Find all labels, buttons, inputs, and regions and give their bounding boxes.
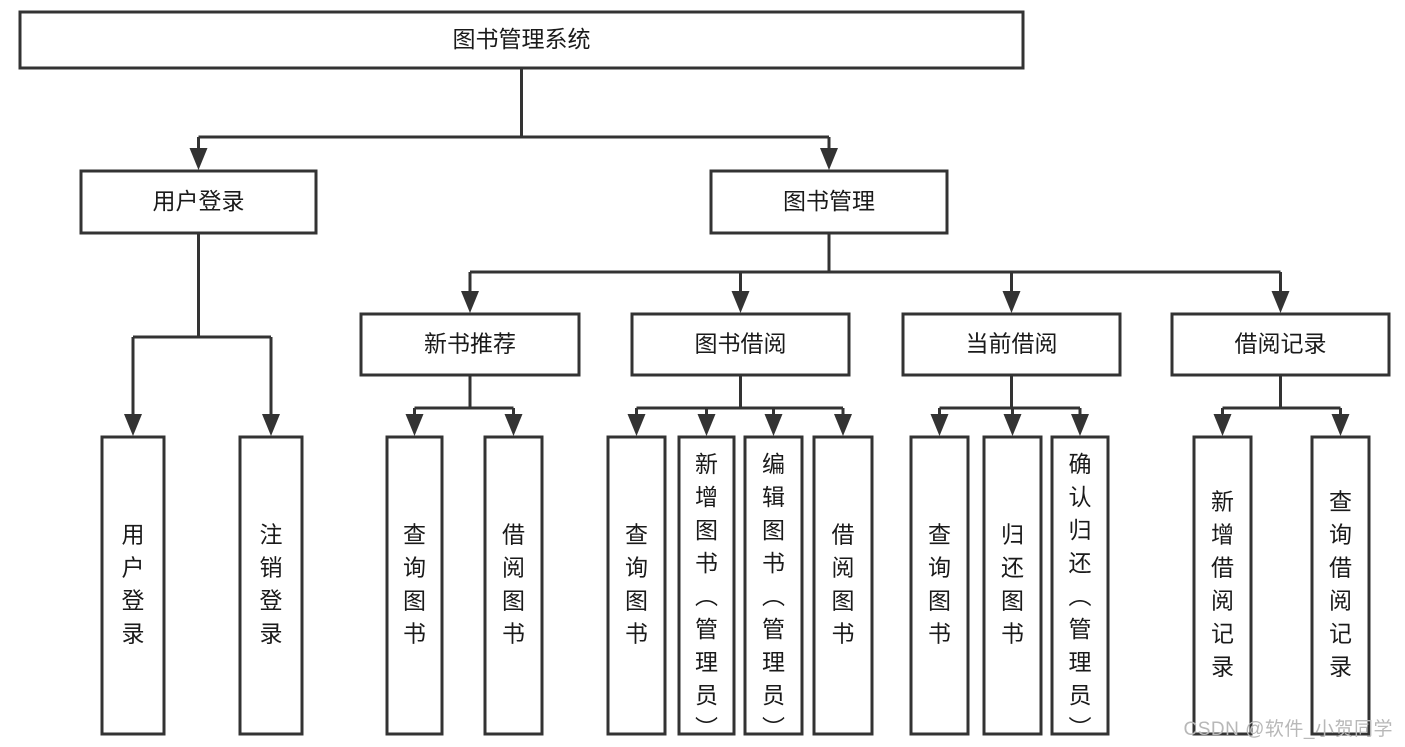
node-new-book-rec[interactable]: 新书推荐 (359, 312, 581, 377)
node-box-leaf-return-book (982, 435, 1043, 736)
arrow-head-icon (1271, 291, 1290, 313)
node-label-book-manage: 图书管理 (783, 188, 875, 214)
arrow-head-icon (1003, 414, 1022, 436)
node-leaf-query-record[interactable]: 查询借阅记录 (1310, 435, 1371, 736)
node-box-leaf-query-book-3 (909, 435, 970, 736)
arrow-head-icon (1331, 414, 1350, 436)
node-label-leaf-query-record: 查询借阅记录 (1329, 489, 1352, 680)
node-label-leaf-query-book-1: 查询图书 (403, 522, 426, 647)
arrow-head-icon (697, 414, 716, 436)
arrow-head-icon (834, 414, 852, 436)
node-user-login[interactable]: 用户登录 (79, 169, 318, 235)
arrow-head-icon (627, 414, 646, 436)
node-box-book-manage (709, 169, 949, 235)
node-leaf-user-login[interactable]: 用户登录 (100, 435, 166, 736)
node-leaf-edit-book[interactable]: 编辑图书︵管理员︶ (743, 435, 804, 741)
arrow-head-icon (504, 414, 523, 436)
arrow-head-icon (461, 291, 479, 313)
node-leaf-add-record[interactable]: 新增借阅记录 (1192, 435, 1253, 736)
node-box-root (18, 10, 1025, 70)
node-book-manage[interactable]: 图书管理 (709, 169, 949, 235)
arrow-head-icon (930, 414, 949, 436)
node-leaf-query-book-2[interactable]: 查询图书 (606, 435, 667, 736)
node-label-leaf-confirm-return: 确认归还︵管理员︶ (1069, 451, 1092, 741)
node-label-user-login: 用户登录 (153, 188, 245, 214)
node-box-leaf-query-record (1310, 435, 1371, 736)
arrow-head-icon (1213, 414, 1232, 436)
node-label-leaf-borrow-book-2: 借阅图书 (832, 522, 855, 647)
node-leaf-user-logout[interactable]: 注销登录 (238, 435, 304, 736)
node-label-leaf-add-book: 新增图书︵管理员︶ (695, 451, 718, 741)
node-book-borrow[interactable]: 图书借阅 (630, 312, 851, 377)
arrow-head-icon (1071, 414, 1089, 436)
node-root[interactable]: 图书管理系统 (18, 10, 1025, 70)
node-box-leaf-edit-book (743, 435, 804, 736)
node-box-leaf-add-book (677, 435, 736, 736)
node-label-leaf-user-logout: 注销登录 (260, 522, 283, 647)
node-box-current-borrow (901, 312, 1122, 377)
arrow-head-icon (189, 148, 208, 170)
node-label-leaf-return-book: 归还图书 (1001, 522, 1024, 647)
node-box-leaf-borrow-book-2 (812, 435, 874, 736)
node-label-borrow-record: 借阅记录 (1235, 331, 1327, 357)
node-current-borrow[interactable]: 当前借阅 (901, 312, 1122, 377)
node-leaf-confirm-return[interactable]: 确认归还︵管理员︶ (1050, 435, 1110, 741)
node-leaf-borrow-book-2[interactable]: 借阅图书 (812, 435, 874, 736)
node-box-leaf-confirm-return (1050, 435, 1110, 736)
node-leaf-query-book-1[interactable]: 查询图书 (385, 435, 444, 736)
node-box-leaf-add-record (1192, 435, 1253, 736)
node-box-book-borrow (630, 312, 851, 377)
connector-layer (124, 68, 1350, 436)
node-label-root: 图书管理系统 (453, 26, 591, 52)
node-label-book-borrow: 图书借阅 (695, 331, 787, 357)
node-label-leaf-query-book-3: 查询图书 (928, 522, 951, 647)
arrow-head-icon (731, 291, 750, 313)
arrow-head-icon (405, 414, 424, 436)
node-box-leaf-query-book-2 (606, 435, 667, 736)
node-box-user-login (79, 169, 318, 235)
arrow-head-icon (1002, 291, 1021, 313)
node-label-current-borrow: 当前借阅 (966, 331, 1058, 357)
node-leaf-query-book-3[interactable]: 查询图书 (909, 435, 970, 736)
node-borrow-record[interactable]: 借阅记录 (1170, 312, 1391, 377)
node-label-leaf-borrow-book-1: 借阅图书 (502, 522, 525, 647)
node-box-leaf-borrow-book-1 (483, 435, 544, 736)
node-label-new-book-rec: 新书推荐 (424, 331, 516, 357)
arrow-head-icon (764, 414, 783, 436)
node-label-leaf-edit-book: 编辑图书︵管理员︶ (762, 451, 785, 741)
node-box-leaf-user-logout (238, 435, 304, 736)
node-leaf-borrow-book-1[interactable]: 借阅图书 (483, 435, 544, 736)
arrow-head-icon (262, 414, 280, 436)
arrow-head-icon (124, 414, 142, 436)
node-leaf-return-book[interactable]: 归还图书 (982, 435, 1043, 736)
node-label-leaf-user-login: 用户登录 (122, 522, 145, 647)
node-box-leaf-user-login (100, 435, 166, 736)
node-label-leaf-query-book-2: 查询图书 (625, 522, 648, 647)
node-layer: 图书管理系统用户登录图书管理新书推荐图书借阅当前借阅借阅记录用户登录注销登录查询… (18, 10, 1391, 741)
node-box-leaf-query-book-1 (385, 435, 444, 736)
node-label-leaf-add-record: 新增借阅记录 (1211, 489, 1234, 680)
arrow-head-icon (820, 148, 838, 170)
node-box-new-book-rec (359, 312, 581, 377)
node-box-borrow-record (1170, 312, 1391, 377)
node-leaf-add-book[interactable]: 新增图书︵管理员︶ (677, 435, 736, 741)
